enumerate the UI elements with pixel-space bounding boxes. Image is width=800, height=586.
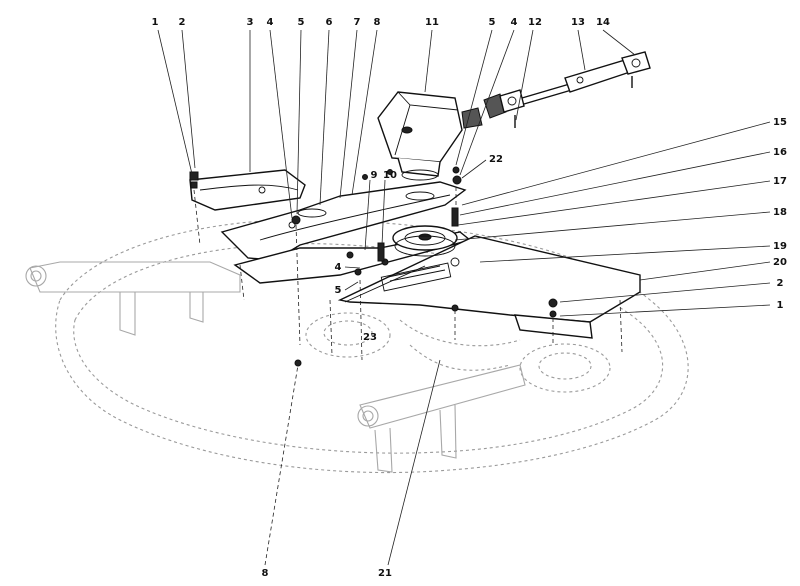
callout-5-top: 5 [298, 17, 305, 28]
deck-front-bar [357, 364, 526, 473]
callout-20: 20 [773, 257, 787, 268]
callout-2-right: 2 [777, 278, 784, 289]
part-drive-shaft [483, 51, 651, 128]
callout-22: 22 [489, 154, 503, 165]
callout-16: 16 [773, 147, 787, 158]
hardware-bolts [189, 166, 558, 367]
part-pulley [392, 225, 458, 257]
callout-3: 3 [247, 17, 254, 28]
callout-5-mid: 5 [335, 285, 342, 296]
callout-15: 15 [773, 117, 787, 128]
callout-18: 18 [773, 207, 787, 218]
callout-labels: 1 2 3 4 5 6 7 8 11 5 4 12 13 14 22 15 16… [152, 17, 787, 579]
callout-13: 13 [571, 17, 585, 28]
callout-4-right: 4 [511, 17, 518, 28]
callout-10: 10 [383, 170, 397, 181]
part-gear-box [377, 91, 483, 181]
callout-14: 14 [596, 17, 610, 28]
callout-8-bottom: 8 [262, 568, 269, 579]
callout-17: 17 [773, 176, 787, 187]
callout-11: 11 [425, 17, 439, 28]
callout-4-top: 4 [267, 17, 274, 28]
callout-6: 6 [326, 17, 333, 28]
callout-4-mid: 4 [335, 262, 342, 273]
assembly-lines [193, 180, 623, 361]
callout-2-top: 2 [179, 17, 186, 28]
callout-7: 7 [354, 17, 361, 28]
leader-lines [157, 29, 771, 566]
callout-1-top: 1 [152, 17, 159, 28]
callout-1-right: 1 [777, 300, 784, 311]
callout-23: 23 [363, 332, 377, 343]
callout-19: 19 [773, 241, 787, 252]
callout-8-top: 8 [374, 17, 381, 28]
callout-9: 9 [371, 170, 378, 181]
callout-21: 21 [378, 568, 392, 579]
callout-12: 12 [528, 17, 542, 28]
part-left-shield [189, 169, 306, 211]
callout-5-right: 5 [489, 17, 496, 28]
deck-left-arm [25, 261, 241, 336]
